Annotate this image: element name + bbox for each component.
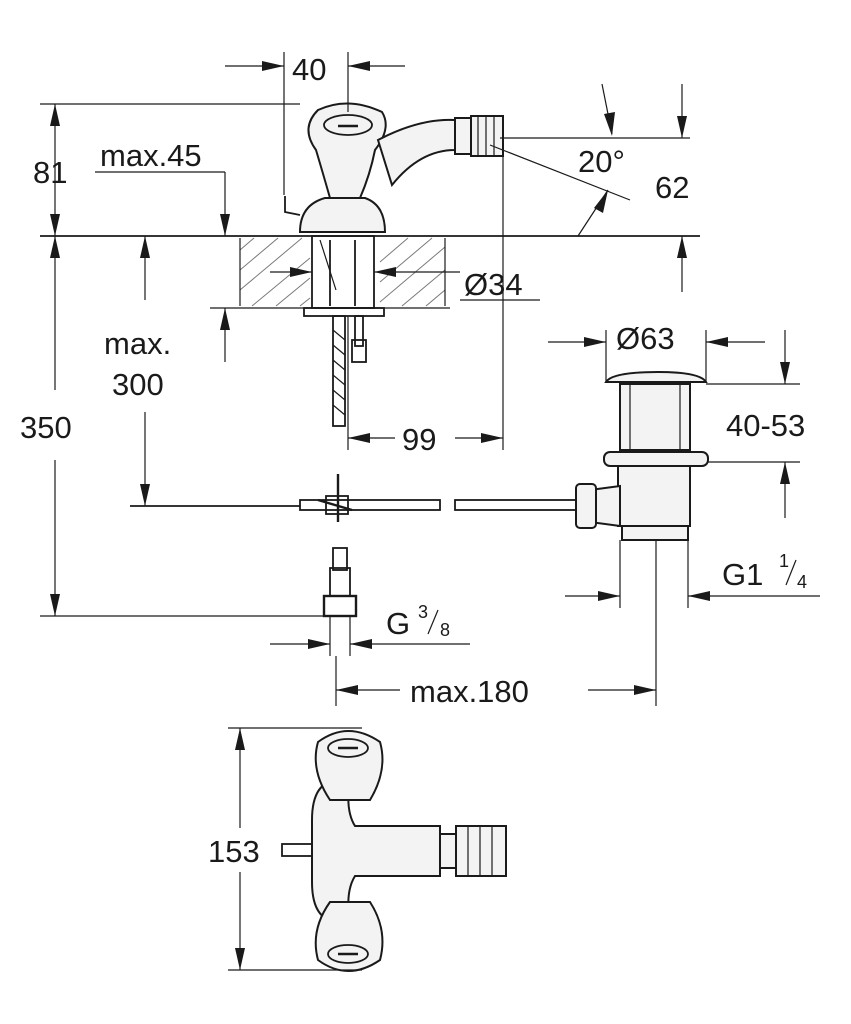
dimension-lines <box>40 52 820 971</box>
countertop-section <box>40 235 700 309</box>
dim-supply-thread-num: 3 <box>418 602 428 622</box>
dim-spout-width: 40 <box>292 52 326 87</box>
dim-waste-diameter: Ø63 <box>616 321 675 356</box>
dim-supply-thread-main: G <box>386 606 410 641</box>
dim-deck-max: max.45 <box>100 138 202 173</box>
waste-fitting <box>575 370 709 541</box>
dim-waste-thread-num: 1 <box>779 551 789 571</box>
dim-waste-range: 40-53 <box>726 408 805 443</box>
dim-angle: 20° <box>578 144 625 179</box>
dim-top-height: 81 <box>33 155 67 190</box>
dim-max-180: max.180 <box>410 674 529 709</box>
dim-max-300-line1: max. <box>104 326 171 361</box>
popup-rod <box>130 474 581 522</box>
dim-waste-thread-main: G1 <box>722 557 763 592</box>
dim-projection: 99 <box>402 422 436 457</box>
dim-supply-thread: G 3 8 <box>386 602 450 641</box>
dim-right-height: 62 <box>655 170 689 205</box>
dim-supply-thread-den: 8 <box>440 620 450 640</box>
supply-connector <box>322 547 358 618</box>
dim-waste-thread-den: 4 <box>797 572 807 592</box>
dim-shank-diameter: Ø34 <box>464 267 523 302</box>
faucet-elevation <box>284 102 504 427</box>
flexible-hose <box>332 315 346 427</box>
dim-max-300-line2: 300 <box>112 367 164 402</box>
dim-waste-thread: G1 1 4 <box>722 551 807 592</box>
countertop-hatching <box>239 237 446 307</box>
faucet-plan-view <box>281 730 507 972</box>
dim-overall-height: 350 <box>20 410 72 445</box>
dim-plan-depth: 153 <box>208 834 260 869</box>
